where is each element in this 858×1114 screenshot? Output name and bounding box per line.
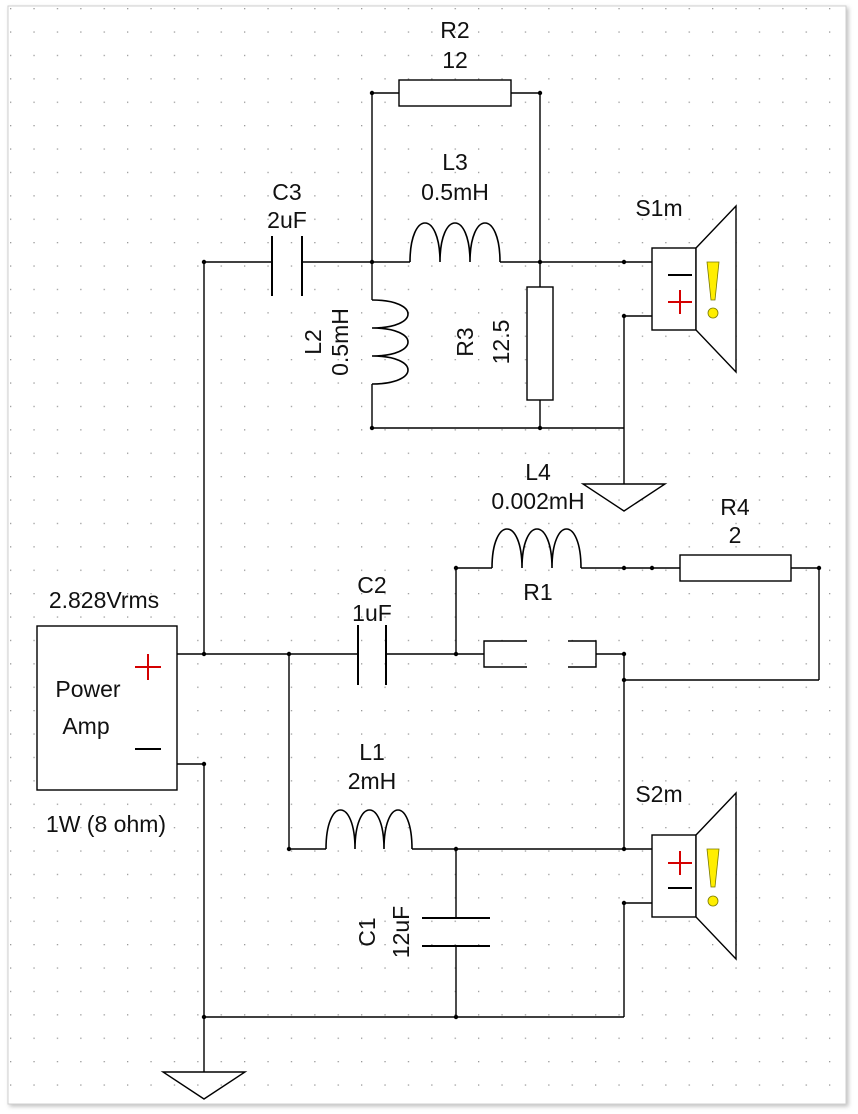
amp-voltage: 2.828Vrms (49, 587, 159, 613)
wires (177, 92, 820, 1072)
inductor-l1[interactable]: L1 2mH (325, 739, 413, 850)
c1-name: C1 (354, 917, 380, 946)
speaker-s1m[interactable]: S1m (635, 195, 737, 374)
ground-icon-bottom (160, 1071, 248, 1100)
r1-name: R1 (523, 579, 552, 605)
amp-label-line2: Amp (62, 713, 109, 739)
amp-label-line1: Power (55, 676, 121, 702)
resistor-r3[interactable]: R3 12.5 (452, 286, 554, 401)
resistor-r4[interactable]: R4 2 (679, 494, 792, 582)
l1-value: 2mH (348, 768, 397, 794)
capacitor-c1[interactable]: C1 12uF (354, 906, 490, 958)
r4-name: R4 (720, 494, 750, 520)
r3-value: 12.5 (488, 320, 514, 365)
inductor-l3[interactable]: L3 0.5mH (409, 149, 501, 263)
resistor-r2[interactable]: R2 12 (398, 17, 512, 107)
c1-value: 12uF (388, 906, 414, 958)
capacitor-c2[interactable]: C2 1uF (352, 572, 392, 685)
r3-name: R3 (452, 327, 478, 356)
c3-name: C3 (272, 179, 301, 205)
resistor-r1[interactable]: R1 (483, 579, 597, 668)
l4-name: L4 (525, 459, 551, 485)
ground-icon-top (580, 483, 668, 512)
r2-name: R2 (440, 17, 469, 43)
l4-value: 0.002mH (491, 488, 584, 514)
r2-value: 12 (442, 47, 468, 73)
l1-name: L1 (359, 739, 385, 765)
s2m-plus-icon (668, 851, 692, 875)
inductor-l4[interactable]: L4 0.002mH (491, 459, 585, 569)
s2m-warning-icon (706, 848, 720, 907)
c3-value: 2uF (267, 207, 307, 233)
s1m-name: S1m (635, 195, 682, 221)
amp-rating: 1W (8 ohm) (46, 811, 166, 837)
s1m-plus-icon (668, 290, 692, 314)
l3-name: L3 (442, 149, 468, 175)
c2-value: 1uF (352, 600, 392, 626)
s1m-warning-icon (706, 261, 720, 319)
power-amp[interactable]: Power Amp 2.828Vrms 1W (8 ohm) (36, 587, 178, 837)
l2-name: L2 (300, 329, 326, 355)
l3-value: 0.5mH (421, 179, 489, 205)
r4-value: 2 (729, 522, 742, 548)
amp-plus-icon (135, 654, 161, 680)
l2-value: 0.5mH (327, 308, 353, 376)
s2m-name: S2m (635, 781, 682, 807)
junction-dots (201, 90, 822, 1020)
c2-name: C2 (357, 572, 386, 598)
speaker-s2m[interactable]: S2m (635, 781, 737, 961)
inductor-l2[interactable]: L2 0.5mH (300, 299, 409, 385)
capacitor-c3[interactable]: C3 2uF (267, 179, 307, 296)
